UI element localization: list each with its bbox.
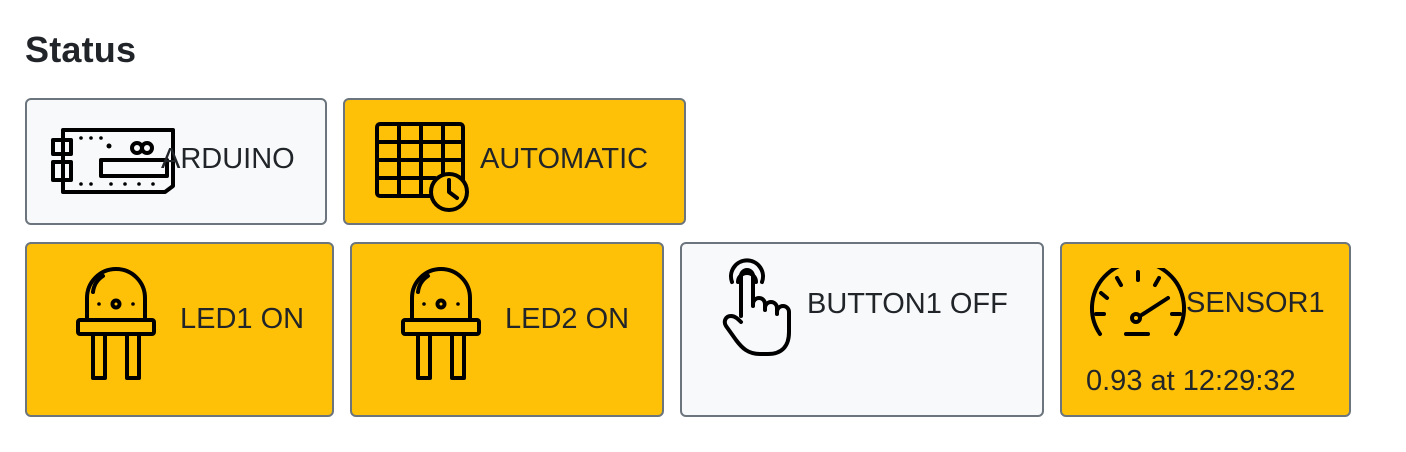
arduino-board-icon [51,126,177,196]
led1-tile[interactable]: LED1 ON [25,242,334,417]
tap-hand-icon [722,254,794,358]
led2-tile[interactable]: LED2 ON [350,242,664,417]
section-title: Status [25,29,137,70]
sensor1-label: SENSOR1 [1186,287,1325,319]
button1-tile[interactable]: BUTTON1 OFF [680,242,1044,417]
arduino-tile[interactable]: ARDUINO [25,98,327,225]
automatic-label: AUTOMATIC [480,143,649,175]
button1-label: BUTTON1 OFF [807,288,1008,320]
calendar-clock-icon [375,122,471,214]
led-icon [400,262,482,384]
speedometer-icon [1088,268,1188,338]
automatic-tile[interactable]: AUTOMATIC [343,98,686,225]
sensor1-reading: 0.93 at 12:29:32 [1086,365,1296,397]
led1-label: LED1 ON [180,303,305,335]
arduino-label: ARDUINO [161,143,295,175]
led-icon [75,262,157,384]
led2-label: LED2 ON [505,303,630,335]
sensor1-tile[interactable]: SENSOR1 0.93 at 12:29:32 [1060,242,1351,417]
